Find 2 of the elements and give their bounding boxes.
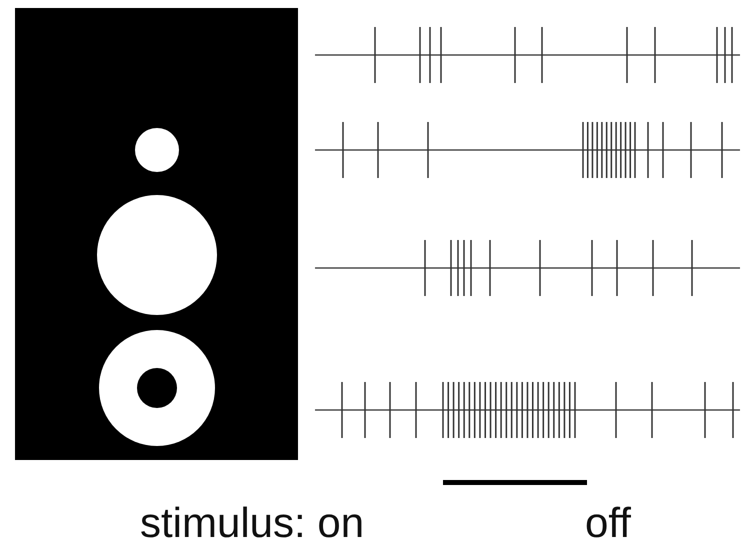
stimulus-label: off	[585, 502, 631, 544]
stimulus-label: stimulus: on	[140, 502, 364, 544]
